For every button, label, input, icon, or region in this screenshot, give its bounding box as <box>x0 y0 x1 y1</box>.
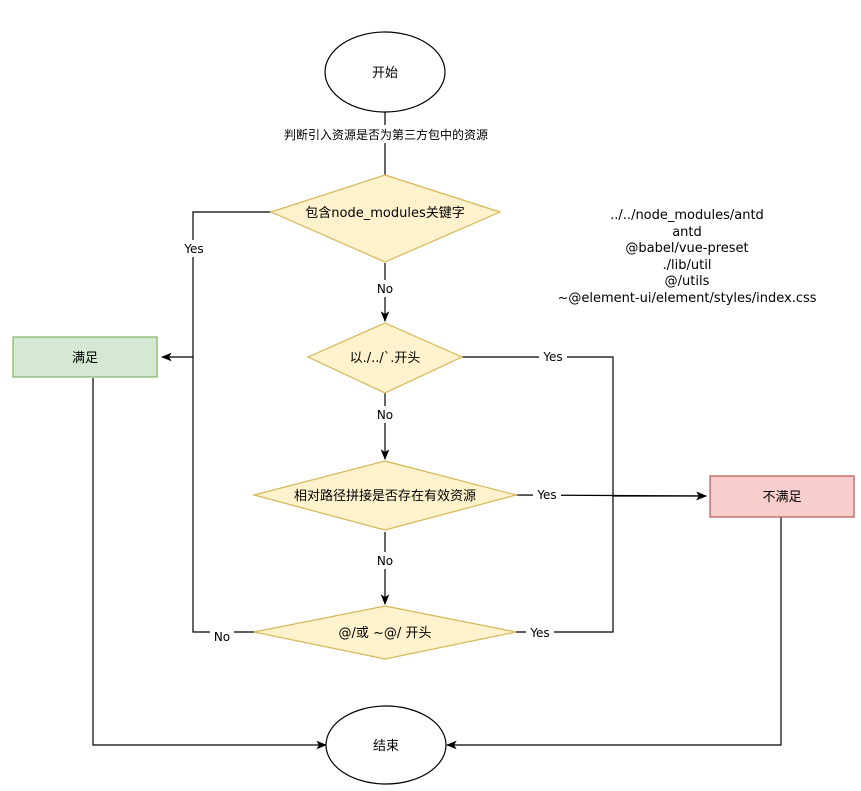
example-item: @/utils <box>665 274 710 289</box>
edge-label-d2-yes: Yes <box>542 350 562 364</box>
edge-d1-yes <box>160 211 271 362</box>
decision-path-exists-label: 相对路径拼接是否存在有效资源 <box>294 488 476 504</box>
example-item: ~@element-ui/element/styles/index.css <box>557 291 816 306</box>
example-item: ../../node_modules/antd <box>610 208 764 223</box>
decision-alias-prefix-label: @/或 ~@/ 开头 <box>339 626 432 641</box>
edge-d2-yes <box>462 356 708 501</box>
not-satisfied-node[interactable]: 不满足 <box>709 475 855 518</box>
edge-label-d2-no: No <box>377 408 393 422</box>
edge-label-d1-no: No <box>377 282 393 296</box>
edge-label-d4-yes: Yes <box>529 626 549 640</box>
edge-satisfied-to-end <box>92 378 328 750</box>
satisfied-label: 满足 <box>72 351 98 366</box>
not-satisfied-label: 不满足 <box>762 490 801 505</box>
example-item: ./lib/util <box>663 258 712 273</box>
end-node[interactable]: 结束 <box>325 705 447 785</box>
decision-path-exists[interactable]: 相对路径拼接是否存在有效资源 <box>251 460 519 531</box>
example-item: @babel/vue-preset <box>625 241 748 256</box>
edge-not-satisfied-to-end <box>445 517 782 750</box>
example-item: antd <box>672 225 702 240</box>
edge-d4-no <box>192 357 254 633</box>
start-node[interactable]: 开始 <box>324 31 446 113</box>
edge-label-d4-no: No <box>214 630 230 644</box>
satisfied-node[interactable]: 满足 <box>12 336 158 378</box>
start-label: 开始 <box>372 66 398 81</box>
decision-node-modules-label: 包含node_modules关键字 <box>305 205 464 221</box>
decision-relative-path[interactable]: 以./../`.开头 <box>306 322 464 394</box>
examples-note: ../../node_modules/antd antd @babel/vue-… <box>557 208 816 306</box>
edge-label-d1-yes: Yes <box>183 242 203 256</box>
edge-d4-yes <box>516 496 614 633</box>
edge-label-start-to-d1: 判断引入资源是否为第三方包中的资源 <box>284 127 488 142</box>
decision-node-modules[interactable]: 包含node_modules关键字 <box>269 174 502 263</box>
end-label: 结束 <box>373 739 399 754</box>
edge-label-d3-yes: Yes <box>536 488 556 502</box>
edge-label-d3-no: No <box>377 554 393 568</box>
decision-alias-prefix[interactable]: @/或 ~@/ 开头 <box>253 605 517 660</box>
decision-relative-path-label: 以./../`.开头 <box>350 351 421 366</box>
